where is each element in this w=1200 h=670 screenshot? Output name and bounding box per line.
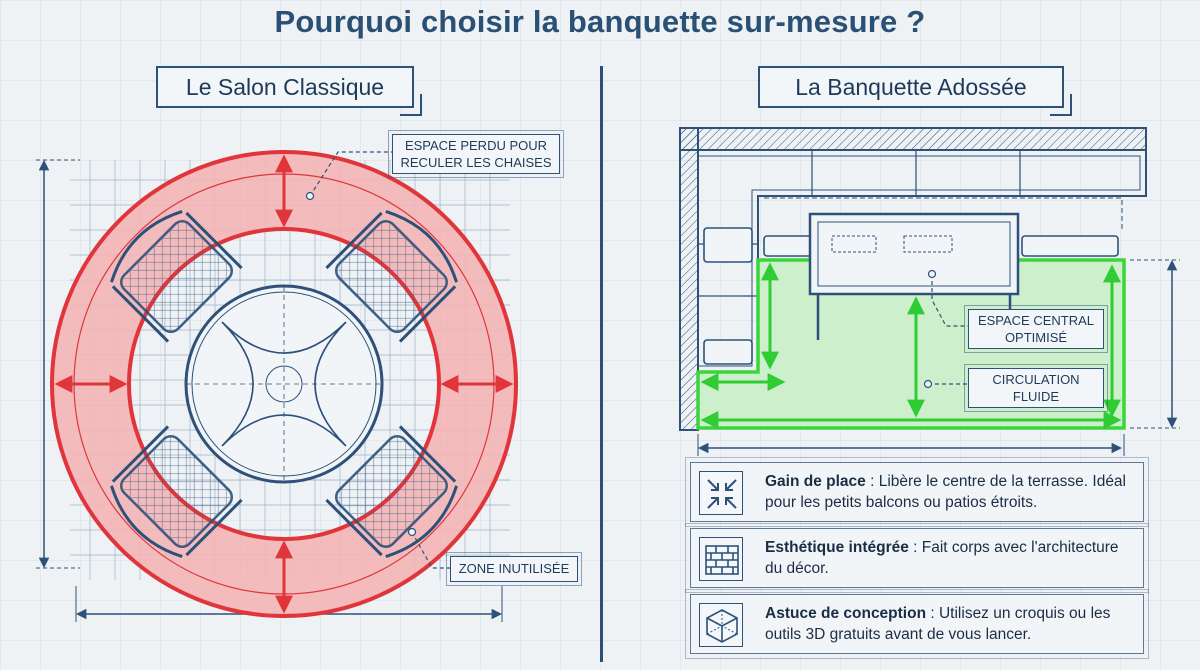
3d-cube-icon bbox=[699, 603, 743, 647]
round-table bbox=[184, 284, 384, 484]
callout-lost-space: ESPACE PERDU POUR RECULER LES CHAISES bbox=[388, 130, 564, 178]
callout-dot bbox=[305, 191, 315, 201]
callout-dot bbox=[407, 527, 417, 537]
feature-description: : Utilisez un croquis ou les outils 3D g… bbox=[765, 605, 1111, 643]
callout-dot bbox=[927, 269, 937, 279]
callout-circulation-line2: FLUIDE bbox=[1012, 389, 1060, 404]
callout-central-line1: ESPACE CENTRAL bbox=[977, 313, 1095, 328]
callout-dot bbox=[923, 379, 933, 389]
compress-arrows-icon bbox=[699, 471, 743, 515]
rectangular-table bbox=[808, 212, 1020, 340]
feature-text: Esthétique intégrée : Fait corps avec l'… bbox=[765, 537, 1135, 579]
callout-circulation-line1: CIRCULATION bbox=[992, 372, 1080, 387]
banquette-cushions bbox=[703, 227, 1119, 365]
circulation-arrows bbox=[700, 262, 1122, 429]
page-title: Pourquoi choisir la banquette sur-mesure… bbox=[274, 4, 926, 39]
callout-lost-line1: ESPACE PERDU POUR bbox=[404, 138, 548, 153]
feature-gain-de-place: Gain de place : Libère le centre de la t… bbox=[685, 457, 1149, 527]
section-divider bbox=[600, 66, 603, 662]
callout-central-line2: OPTIMISÉ bbox=[1004, 330, 1068, 345]
feature-astuce: Astuce de conception : Utilisez un croqu… bbox=[685, 589, 1149, 659]
left-callout-leaders bbox=[309, 151, 450, 569]
feature-text: Gain de place : Libère le centre de la t… bbox=[765, 471, 1135, 513]
callout-circulation: CIRCULATION FLUIDE bbox=[964, 364, 1108, 412]
feature-title: Astuce de conception bbox=[765, 605, 927, 622]
chair-top-right bbox=[325, 210, 458, 343]
callout-lost-line2: RECULER LES CHAISES bbox=[400, 155, 552, 170]
right-section-title: La Banquette Adossée bbox=[758, 66, 1072, 116]
right-callout-leaders bbox=[928, 274, 968, 385]
callout-central-space: ESPACE CENTRAL OPTIMISÉ bbox=[964, 305, 1108, 353]
chair-bottom-left bbox=[110, 425, 243, 558]
feature-title: Esthétique intégrée bbox=[765, 539, 909, 556]
feature-text: Astuce de conception : Utilisez un croqu… bbox=[765, 603, 1135, 645]
chair-bottom-right bbox=[325, 425, 458, 558]
corner-walls bbox=[679, 127, 1147, 431]
brick-wall-icon bbox=[699, 537, 743, 581]
feature-description: : Libère le centre de la terrasse. Idéal… bbox=[765, 473, 1126, 511]
right-dimension-lines bbox=[697, 259, 1180, 456]
left-dimension-lines bbox=[36, 159, 503, 622]
wasted-space-arrows bbox=[54, 154, 514, 614]
feature-title: Gain de place bbox=[765, 473, 866, 490]
feature-description: : Fait corps avec l'architecture du déco… bbox=[765, 539, 1119, 577]
left-section-title: Le Salon Classique bbox=[156, 66, 422, 116]
chair-top-left bbox=[110, 210, 243, 343]
callout-unused-zone: ZONE INUTILISÉE bbox=[446, 552, 582, 586]
feature-esthetique: Esthétique intégrée : Fait corps avec l'… bbox=[685, 523, 1149, 593]
